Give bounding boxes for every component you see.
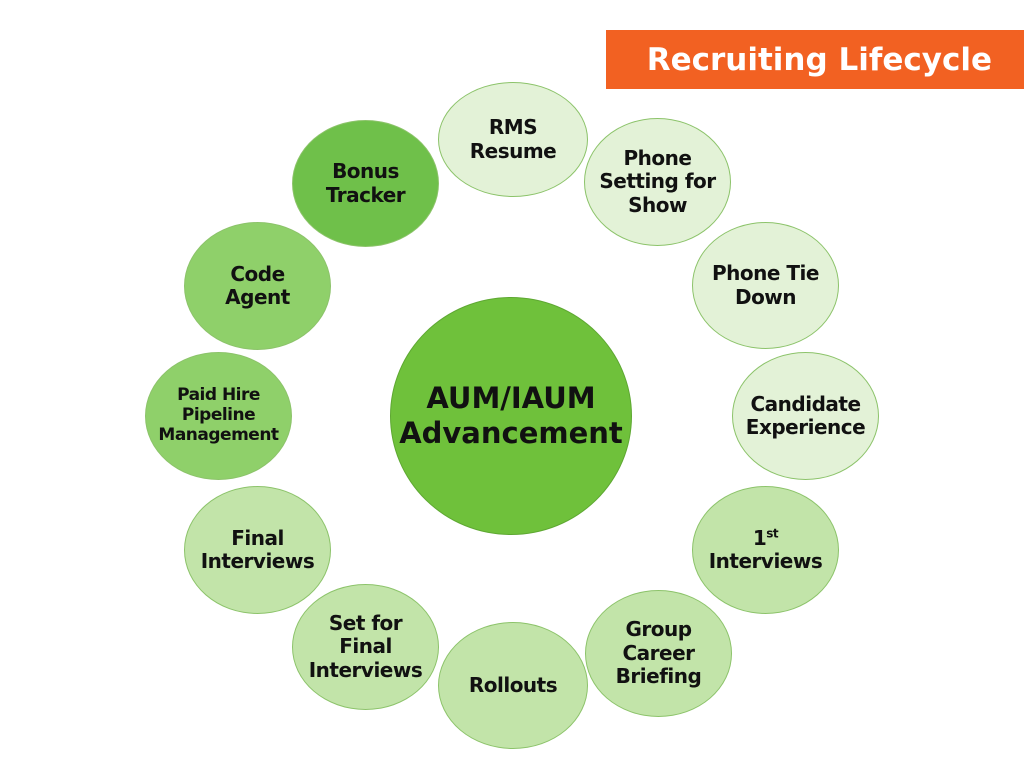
node-label-line: Management <box>158 424 279 445</box>
node-label-line: Experience <box>745 415 866 439</box>
node-label-line: Down <box>734 284 797 309</box>
node-code-agent: Code Agent <box>184 222 331 350</box>
ordinal-number: 1 <box>752 525 767 550</box>
node-label-line: 1st <box>752 525 779 550</box>
center-label-line-1: AUM/IAUM <box>426 381 596 416</box>
node-label-line: Setting for <box>599 169 716 194</box>
node-label-line: Phone Tie <box>712 261 819 286</box>
slide-title: Recruiting Lifecycle <box>646 41 992 78</box>
node-label-line: Phone <box>623 145 692 170</box>
node-label-line: Rollouts <box>468 672 558 697</box>
node-label-line: Briefing <box>615 664 702 689</box>
node-label-line: Interviews <box>708 549 823 573</box>
node-label-line: Bonus <box>332 159 399 184</box>
node-label-line: Paid Hire <box>177 385 260 406</box>
node-group-career-briefing: Group Career Briefing <box>585 590 732 717</box>
node-label-line: Tracker <box>325 182 406 207</box>
node-label-line: Group <box>625 617 692 642</box>
node-label-line: Candidate <box>750 391 861 416</box>
node-rms-resume: RMS Resume <box>438 82 588 197</box>
node-label-line: Pipeline <box>181 405 256 426</box>
node-paid-hire-pipeline-management: Paid Hire Pipeline Management <box>145 352 292 480</box>
node-label-line: Career <box>622 640 695 665</box>
node-set-for-final-interviews: Set for Final Interviews <box>292 584 439 710</box>
node-rollouts: Rollouts <box>438 622 588 749</box>
center-label-line-2: Advancement <box>399 416 623 450</box>
node-label-line: Agent <box>225 285 290 309</box>
node-label-line: Show <box>628 192 687 217</box>
node-phone-setting-for-show: Phone Setting for Show <box>584 118 731 246</box>
title-bar: Recruiting Lifecycle <box>606 30 1024 89</box>
node-final-interviews: Final Interviews <box>184 486 331 614</box>
node-phone-tie-down: Phone Tie Down <box>692 222 839 349</box>
node-label-line: Resume <box>469 138 557 163</box>
node-label-line: Interviews <box>200 549 315 573</box>
node-label-line: Code <box>230 261 285 286</box>
center-node: AUM/IAUM Advancement <box>390 297 632 535</box>
node-label-line: Set for <box>328 610 403 635</box>
node-label-line: Final <box>231 525 284 550</box>
ordinal-suffix: st <box>766 525 779 540</box>
node-bonus-tracker: Bonus Tracker <box>292 120 439 247</box>
node-label-line: Final <box>339 634 392 659</box>
node-first-interviews: 1st Interviews <box>692 486 839 614</box>
node-label-line: RMS <box>488 115 538 140</box>
node-candidate-experience: Candidate Experience <box>732 352 879 480</box>
node-label-line: Interviews <box>308 657 423 682</box>
